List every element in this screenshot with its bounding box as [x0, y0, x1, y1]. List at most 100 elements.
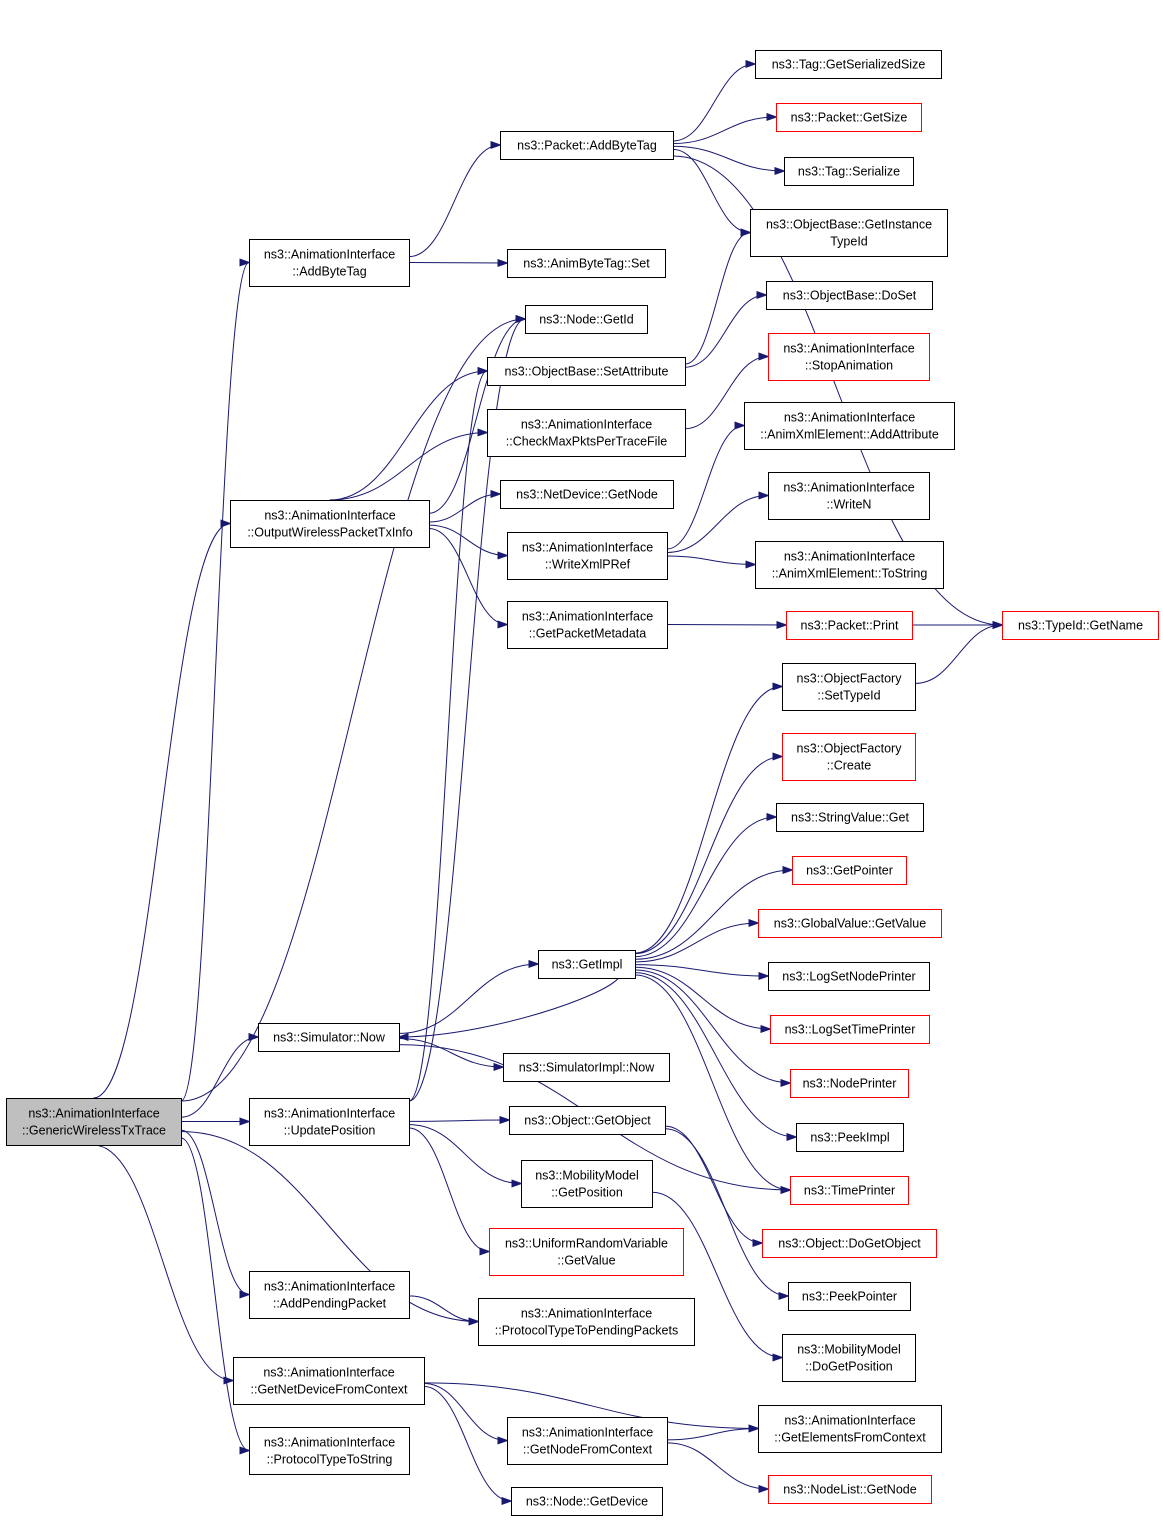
node-box[interactable]	[511, 1487, 663, 1516]
graph-node-objectfactory-settypeid[interactable]: ns3::ObjectFactory::SetTypeId	[782, 663, 916, 711]
node-box[interactable]	[758, 1405, 942, 1453]
graph-node-timeprinter[interactable]: ns3::TimePrinter	[790, 1176, 909, 1205]
node-box[interactable]	[755, 50, 942, 79]
graph-node-node-getid[interactable]: ns3::Node::GetId	[525, 305, 648, 334]
graph-node-ai-writen[interactable]: ns3::AnimationInterface::WriteN	[768, 472, 930, 520]
node-box[interactable]	[782, 663, 916, 711]
graph-node-ai-stopanimation[interactable]: ns3::AnimationInterface::StopAnimation	[768, 333, 930, 381]
graph-node-ai-writexmlpref[interactable]: ns3::AnimationInterface::WriteXmlPRef	[507, 532, 668, 580]
graph-node-objectbase-setattribute[interactable]: ns3::ObjectBase::SetAttribute	[487, 357, 686, 386]
graph-node-netdevice-getnode[interactable]: ns3::NetDevice::GetNode	[500, 480, 674, 509]
node-box[interactable]	[507, 601, 668, 649]
graph-node-ai-checkmaxpkts[interactable]: ns3::AnimationInterface::CheckMaxPktsPer…	[487, 409, 686, 457]
graph-node-tag-getserializedsize[interactable]: ns3::Tag::GetSerializedSize	[755, 50, 942, 79]
graph-node-object-getobject[interactable]: ns3::Object::GetObject	[509, 1106, 666, 1135]
node-box[interactable]	[786, 611, 913, 640]
node-box[interactable]	[766, 281, 933, 310]
graph-node-objectfactory-create[interactable]: ns3::ObjectFactory::Create	[782, 733, 916, 781]
graph-node-ai-getnetdevicefromcontext[interactable]: ns3::AnimationInterface::GetNetDeviceFro…	[233, 1357, 425, 1405]
graph-node-globalvalue-getvalue[interactable]: ns3::GlobalValue::GetValue	[758, 909, 942, 938]
graph-node-packet-print[interactable]: ns3::Packet::Print	[786, 611, 913, 640]
node-box[interactable]	[507, 1417, 668, 1465]
node-box[interactable]	[525, 305, 648, 334]
node-box[interactable]	[500, 131, 674, 160]
graph-node-logsetnodeprinter[interactable]: ns3::LogSetNodePrinter	[768, 962, 930, 991]
graph-node-ai-getelementsfromcontext[interactable]: ns3::AnimationInterface::GetElementsFrom…	[758, 1405, 942, 1453]
graph-node-stringvalue-get[interactable]: ns3::StringValue::Get	[776, 803, 924, 832]
graph-node-ai-getnodefromcontext[interactable]: ns3::AnimationInterface::GetNodeFromCont…	[507, 1417, 668, 1465]
graph-node-root[interactable]: ns3::AnimationInterface::GenericWireless…	[6, 1098, 182, 1146]
graph-node-ai-outputwireless[interactable]: ns3::AnimationInterface::OutputWirelessP…	[230, 500, 430, 548]
graph-node-logsettimeprinter[interactable]: ns3::LogSetTimePrinter	[770, 1015, 930, 1044]
node-box[interactable]	[503, 1053, 670, 1082]
node-box[interactable]	[770, 1015, 930, 1044]
node-box[interactable]	[489, 1228, 684, 1276]
graph-node-ai-getpacketmetadata[interactable]: ns3::AnimationInterface::GetPacketMetada…	[507, 601, 668, 649]
node-box[interactable]	[782, 733, 916, 781]
node-box[interactable]	[768, 472, 930, 520]
graph-node-tag-serialize[interactable]: ns3::Tag::Serialize	[784, 157, 914, 186]
graph-node-ai-addattribute[interactable]: ns3::AnimationInterface::AnimXmlElement:…	[744, 402, 955, 450]
node-box[interactable]	[521, 1160, 653, 1208]
node-box[interactable]	[784, 157, 914, 186]
node-box[interactable]	[792, 856, 907, 885]
node-box[interactable]	[487, 409, 686, 457]
node-box[interactable]	[755, 541, 944, 589]
graph-node-node-getdevice[interactable]: ns3::Node::GetDevice	[511, 1487, 663, 1516]
graph-node-peekimpl[interactable]: ns3::PeekImpl	[796, 1123, 904, 1152]
node-box[interactable]	[478, 1298, 695, 1346]
node-box[interactable]	[249, 1427, 410, 1475]
node-box[interactable]	[776, 803, 924, 832]
node-box[interactable]	[762, 1229, 937, 1258]
graph-node-packet-getsize[interactable]: ns3::Packet::GetSize	[776, 103, 922, 132]
node-box[interactable]	[768, 1475, 932, 1504]
graph-node-ai-updateposition[interactable]: ns3::AnimationInterface::UpdatePosition	[249, 1098, 410, 1146]
node-box[interactable]	[507, 249, 666, 278]
graph-node-objectbase-doset[interactable]: ns3::ObjectBase::DoSet	[766, 281, 933, 310]
node-box[interactable]	[258, 1023, 400, 1052]
graph-node-ai-protocoltypetostring[interactable]: ns3::AnimationInterface::ProtocolTypeToS…	[249, 1427, 410, 1475]
node-box[interactable]	[507, 532, 668, 580]
graph-node-object-dogetobject[interactable]: ns3::Object::DoGetObject	[762, 1229, 937, 1258]
node-box[interactable]	[249, 1271, 410, 1319]
node-box[interactable]	[758, 909, 942, 938]
node-box[interactable]	[750, 209, 948, 257]
graph-node-peekpointer[interactable]: ns3::PeekPointer	[788, 1282, 911, 1311]
node-box[interactable]	[233, 1357, 425, 1405]
node-box[interactable]	[500, 480, 674, 509]
graph-node-nodeprinter[interactable]: ns3::NodePrinter	[790, 1069, 909, 1098]
node-box[interactable]	[509, 1106, 666, 1135]
node-box[interactable]	[796, 1123, 904, 1152]
node-box[interactable]	[249, 1098, 410, 1146]
node-box[interactable]	[487, 357, 686, 386]
node-box[interactable]	[744, 402, 955, 450]
node-box[interactable]	[1002, 611, 1159, 640]
node-box[interactable]	[788, 1282, 911, 1311]
graph-node-simulatorimpl-now[interactable]: ns3::SimulatorImpl::Now	[503, 1053, 670, 1082]
node-box[interactable]	[776, 103, 922, 132]
graph-node-ai-protocoltypetopending[interactable]: ns3::AnimationInterface::ProtocolTypeToP…	[478, 1298, 695, 1346]
node-box[interactable]	[768, 962, 930, 991]
graph-node-packet-addbytetag[interactable]: ns3::Packet::AddByteTag	[500, 131, 674, 160]
graph-node-animbytetag-set[interactable]: ns3::AnimByteTag::Set	[507, 249, 666, 278]
graph-node-ai-addpendingpacket[interactable]: ns3::AnimationInterface::AddPendingPacke…	[249, 1271, 410, 1319]
node-box[interactable]	[790, 1069, 909, 1098]
graph-node-getpointer[interactable]: ns3::GetPointer	[792, 856, 907, 885]
graph-node-ai-tostring[interactable]: ns3::AnimationInterface::AnimXmlElement:…	[755, 541, 944, 589]
node-box[interactable]	[768, 333, 930, 381]
graph-node-nodelist-getnode[interactable]: ns3::NodeList::GetNode	[768, 1475, 932, 1504]
node-box[interactable]	[790, 1176, 909, 1205]
graph-node-addbytetag-ai[interactable]: ns3::AnimationInterface::AddByteTag	[249, 239, 410, 287]
graph-node-uniformrandom-getvalue[interactable]: ns3::UniformRandomVariable::GetValue	[489, 1228, 684, 1276]
graph-node-getimpl[interactable]: ns3::GetImpl	[538, 950, 636, 979]
node-box[interactable]	[230, 500, 430, 548]
node-box[interactable]	[6, 1098, 182, 1146]
graph-node-typeid-getname[interactable]: ns3::TypeId::GetName	[1002, 611, 1159, 640]
graph-node-mobilitymodel-dogetposition[interactable]: ns3::MobilityModel::DoGetPosition	[782, 1334, 916, 1382]
graph-node-simulator-now[interactable]: ns3::Simulator::Now	[258, 1023, 400, 1052]
node-box[interactable]	[782, 1334, 916, 1382]
graph-node-mobilitymodel-getposition[interactable]: ns3::MobilityModel::GetPosition	[521, 1160, 653, 1208]
node-box[interactable]	[538, 950, 636, 979]
node-box[interactable]	[249, 239, 410, 287]
